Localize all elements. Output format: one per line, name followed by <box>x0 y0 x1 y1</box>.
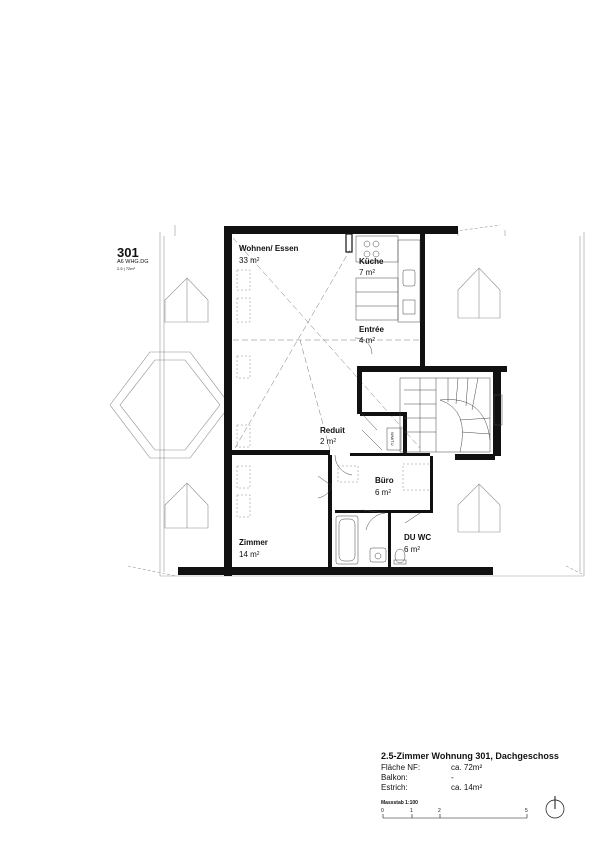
kitchen-counter <box>355 235 421 323</box>
room-label-entree: Entrée <box>359 325 384 334</box>
room-area-zimmer: 14 m2 <box>239 550 260 559</box>
info-label-balkon: Balkon: <box>381 773 408 782</box>
scale-tick-5: 5 <box>525 808 528 814</box>
scale-tick-0: 0 <box>381 808 384 814</box>
info-label-flaeche: Fläche NF: <box>381 763 421 772</box>
room-area-kueche: 7 m2 <box>359 268 376 277</box>
staircase <box>399 377 503 453</box>
room-area-reduit: 2 m2 <box>320 437 337 446</box>
walls <box>178 226 507 576</box>
unit-code: A6 WHG.DG <box>117 259 149 265</box>
room-label-zimmer: Zimmer <box>239 538 268 547</box>
unit-number: 301 <box>117 245 139 260</box>
washer-label: WM/TU <box>390 432 395 446</box>
room-label-buero: Büro <box>375 476 394 485</box>
scale-label: Massstab 1:100 <box>381 800 418 806</box>
room-area-entree: 4 m2 <box>359 336 376 345</box>
scale-tick-1: 1 <box>410 808 413 814</box>
plan-title: 2.5-Zimmer Wohnung 301, Dachgeschoss <box>381 751 559 761</box>
north-arrow-icon <box>545 796 565 819</box>
info-value-flaeche: ca. 72m² <box>451 763 483 772</box>
roof-dashed-lines <box>232 237 421 451</box>
roof-outline <box>127 224 585 577</box>
unit-summary: 2.5 | 72m² <box>117 266 135 271</box>
room-label-wohnen: Wohnen/ Essen <box>239 244 299 253</box>
room-area-buero: 6 m2 <box>375 488 392 497</box>
washer-tower <box>361 427 402 451</box>
skylights <box>236 269 432 518</box>
room-label-reduit: Reduit <box>320 426 345 435</box>
info-value-balkon: - <box>451 773 454 782</box>
room-area-duwc: 6 m2 <box>404 545 421 554</box>
room-label-duwc: DU WC <box>404 533 432 542</box>
scale-tick-2: 2 <box>438 808 441 814</box>
bathroom-fixtures <box>335 515 407 565</box>
info-label-estrich: Estrich: <box>381 783 408 792</box>
info-value-estrich: ca. 14m² <box>451 783 483 792</box>
room-area-wohnen: 33 m2 <box>239 256 260 265</box>
room-label-kueche: Küche <box>359 257 384 266</box>
